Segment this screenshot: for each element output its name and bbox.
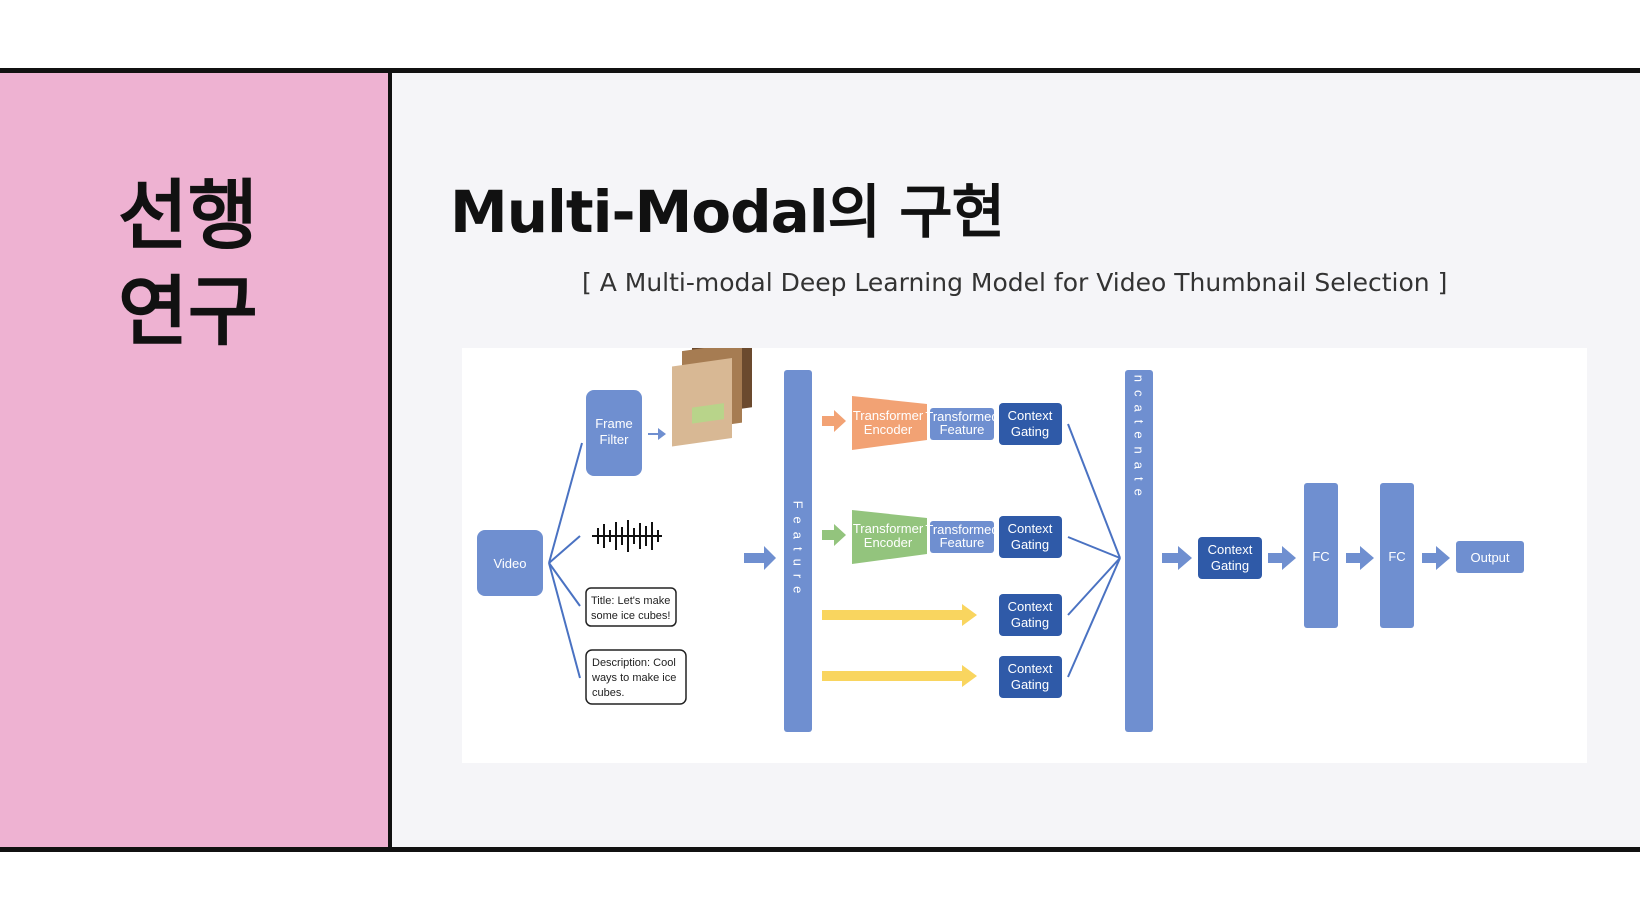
row1-arrow xyxy=(822,410,846,432)
fc-2-label: FC xyxy=(1388,549,1405,564)
slide: 선행 연구 Multi-Modal의 구현 [ A Multi-modal De… xyxy=(0,68,1640,852)
output-node xyxy=(1456,541,1524,573)
section-title-line2: 연구 xyxy=(118,267,258,356)
context-gating-4 xyxy=(999,656,1062,698)
description-line1: Description: Cool xyxy=(592,657,676,669)
description-text-box xyxy=(585,649,687,705)
concatenate-bar xyxy=(1125,370,1153,732)
video-node xyxy=(477,530,543,596)
transformer-encoder-1-line1: Transformer xyxy=(853,408,924,423)
context-gating-2-line1: Context xyxy=(1008,521,1053,536)
fc-1-label: FC xyxy=(1312,549,1329,564)
concatenate-label: Concatenate xyxy=(1132,348,1147,504)
transformed-feature-1-line2: Feature xyxy=(940,422,985,437)
transformer-encoder-2-line1: Transformer xyxy=(853,521,924,536)
context-gating-4-line2: Gating xyxy=(1011,677,1049,692)
row4-arrow xyxy=(822,665,977,687)
frame-filter-node xyxy=(586,390,642,476)
architecture-diagram: Video Frame Filter xyxy=(462,348,1587,763)
video-branch-lines xyxy=(548,442,583,679)
frame-arrow xyxy=(648,428,666,440)
transformed-feature-1 xyxy=(930,408,994,440)
paper-subtitle: [ A Multi-modal Deep Learning Model for … xyxy=(582,268,1448,297)
section-title-line1: 선행 xyxy=(118,171,258,260)
context-gating-1 xyxy=(999,403,1062,445)
title-text-line2: some ice cubes! xyxy=(591,610,670,622)
section-title: 선행 연구 xyxy=(118,168,318,360)
fc-1 xyxy=(1304,483,1338,628)
row2-arrow xyxy=(822,524,846,546)
video-frames-image xyxy=(672,348,752,447)
output-label: Output xyxy=(1470,550,1509,565)
transformed-feature-2-line1: Transformed xyxy=(925,522,998,537)
feature-input-arrow xyxy=(744,546,776,570)
description-line2: ways to make ice xyxy=(591,672,676,684)
fc-to-output-arrow xyxy=(1422,546,1450,570)
context-gating-3-line2: Gating xyxy=(1011,615,1049,630)
video-label: Video xyxy=(493,556,526,571)
context-gating-2-line2: Gating xyxy=(1011,537,1049,552)
context-gating-1-line2: Gating xyxy=(1011,424,1049,439)
context-gating-final xyxy=(1198,537,1262,579)
transformer-encoder-2-line2: Encoder xyxy=(864,535,913,550)
context-gating-final-line2: Gating xyxy=(1211,558,1249,573)
gating-to-fc-arrow xyxy=(1268,546,1296,570)
concat-arrow xyxy=(1162,546,1192,570)
context-gating-1-line1: Context xyxy=(1008,408,1053,423)
transformed-feature-1-line1: Transformed xyxy=(925,409,998,424)
context-gating-4-line1: Context xyxy=(1008,661,1053,676)
page-title: Multi-Modal의 구현 xyxy=(450,178,1005,246)
context-gating-3 xyxy=(999,594,1062,636)
transformer-encoder-1 xyxy=(852,396,927,450)
frame-filter-label-1: Frame xyxy=(595,416,633,431)
row3-arrow xyxy=(822,604,977,626)
sidebar-panel: 선행 연구 xyxy=(0,73,392,847)
transformed-feature-2-line2: Feature xyxy=(940,535,985,550)
title-text-line1: Title: Let's make xyxy=(591,595,670,607)
merge-lines xyxy=(1067,423,1121,678)
context-gating-2 xyxy=(999,516,1062,558)
title-text-box xyxy=(585,587,677,627)
audio-waveform-icon xyxy=(592,520,662,552)
description-line3: cubes. xyxy=(592,687,624,699)
feature-bar xyxy=(784,370,812,732)
fc-to-fc-arrow xyxy=(1346,546,1374,570)
frame-filter-label-2: Filter xyxy=(600,432,630,447)
context-gating-3-line1: Context xyxy=(1008,599,1053,614)
transformed-feature-2 xyxy=(930,521,994,553)
transformer-encoder-1-line2: Encoder xyxy=(864,422,913,437)
context-gating-final-line1: Context xyxy=(1208,542,1253,557)
fc-2 xyxy=(1380,483,1414,628)
diagram-svg: Video Frame Filter xyxy=(477,348,1524,732)
main-content: Multi-Modal의 구현 [ A Multi-modal Deep Lea… xyxy=(392,73,1640,847)
transformer-encoder-2 xyxy=(852,510,927,564)
feature-label: Feature xyxy=(791,501,806,602)
